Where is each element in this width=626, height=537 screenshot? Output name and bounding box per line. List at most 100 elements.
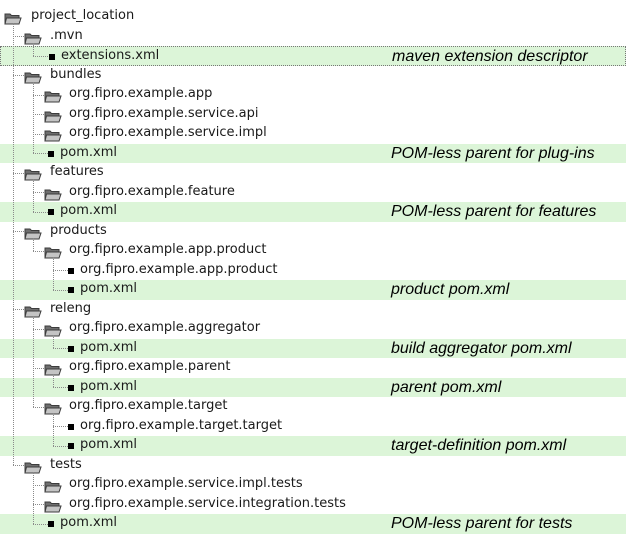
tree-folder-row[interactable]: org.fipro.example.service.integration.te…: [0, 495, 626, 515]
tree-guide-line: [53, 289, 68, 291]
tree-guide-line: [53, 387, 68, 389]
tree-item-label: org.fipro.example.aggregator: [69, 320, 261, 335]
tree-file-row[interactable]: pom.xml build aggregator pom.xml: [0, 338, 626, 358]
tree-item-label: org.fipro.example.service.api: [69, 105, 259, 121]
tree-item-label: org.fipro.example.app.product: [69, 242, 267, 257]
tree-guide-line: [33, 406, 44, 408]
tree-item-label: org.fipro.example.app: [69, 86, 213, 101]
tree-item-label: pom.xml: [60, 144, 117, 160]
tree-file-row[interactable]: org.fipro.example.target.target: [0, 417, 626, 437]
tree-item-label: org.fipro.example.service.integration.te…: [69, 495, 346, 511]
tree-item-label: extensions.xml: [61, 48, 160, 63]
tree-item-label: project_location: [31, 8, 135, 23]
tree-guide-line: [33, 211, 48, 213]
folder-open-icon: [44, 478, 62, 493]
tree-item-label: org.fipro.example.target: [69, 398, 228, 413]
tree-item-label: bundles: [50, 66, 102, 82]
tree-item-label: pom.xml: [80, 339, 137, 355]
folder-open-icon: [44, 88, 62, 103]
tree-folder-row[interactable]: org.fipro.example.target: [0, 397, 626, 417]
tree-folder-row[interactable]: tests: [0, 456, 626, 476]
tree-guide-line: [13, 75, 24, 77]
folder-open-icon: [44, 361, 62, 376]
tree-guide-line: [33, 504, 44, 506]
tree-folder-row[interactable]: products: [0, 222, 626, 242]
tree-item-label: tests: [50, 456, 82, 472]
tree-file-row[interactable]: pom.xml POM-less parent for tests: [0, 514, 626, 534]
tree-folder-row[interactable]: org.fipro.example.service.impl: [0, 124, 626, 144]
tree-guide-line: [33, 179, 34, 212]
tree-guide-line: [53, 348, 68, 350]
tree-item-comment: parent pom.xml: [391, 378, 502, 396]
tree-guide-line: [53, 374, 54, 388]
tree-folder-row[interactable]: .mvn: [0, 27, 626, 47]
tree-guide-line: [13, 231, 24, 233]
file-bullet-icon: [68, 287, 74, 293]
tree-guide-line: [33, 484, 44, 486]
tree-guide-line: [33, 315, 34, 407]
tree-item-comment: POM-less parent for plug-ins: [391, 144, 595, 162]
tree-item-comment: target-definition pom.xml: [391, 437, 567, 454]
folder-open-icon: [24, 459, 42, 473]
tree-folder-row[interactable]: org.fipro.example.feature: [0, 183, 626, 203]
tree-folder-row[interactable]: bundles: [0, 66, 626, 86]
tree-item-label: features: [50, 164, 104, 179]
tree-item-label: org.fipro.example.service.impl.tests: [69, 476, 303, 491]
tree-guide-line: [33, 471, 34, 524]
file-bullet-icon: [48, 209, 54, 215]
tree-item-label: pom.xml: [60, 203, 117, 218]
tree-file-row[interactable]: org.fipro.example.app.product: [0, 261, 626, 281]
tree-folder-row[interactable]: releng: [0, 300, 626, 320]
tree-folder-row[interactable]: org.fipro.example.service.api: [0, 105, 626, 125]
folder-open-icon: [44, 400, 62, 415]
tree-file-row[interactable]: pom.xml product pom.xml: [0, 280, 626, 300]
tree-item-label: products: [50, 222, 107, 238]
tree-item-label: org.fipro.example.service.impl: [69, 125, 267, 140]
tree-folder-row[interactable]: org.fipro.example.app.product: [0, 241, 626, 261]
file-bullet-icon: [68, 267, 74, 274]
tree-file-row[interactable]: pom.xml POM-less parent for features: [0, 202, 626, 222]
tree-guide-line: [53, 257, 54, 290]
tree-folder-row[interactable]: org.fipro.example.service.impl.tests: [0, 475, 626, 495]
tree-guide-line: [33, 55, 48, 57]
folder-open-icon: [44, 244, 62, 259]
file-bullet-icon: [68, 443, 74, 449]
tree-item-label: pom.xml: [80, 281, 137, 296]
folder-open-icon: [24, 166, 42, 181]
tree-item-comment: product pom.xml: [391, 281, 510, 298]
tree-item-label: org.fipro.example.app.product: [80, 261, 278, 277]
file-bullet-icon: [68, 384, 74, 391]
tree-folder-row[interactable]: features: [0, 163, 626, 183]
tree-item-comment: build aggregator pom.xml: [391, 339, 572, 357]
folder-open-icon: [44, 186, 62, 200]
folder-open-icon: [44, 108, 62, 122]
tree-item-comment: POM-less parent for tests: [391, 515, 573, 532]
tree-guide-line: [33, 114, 44, 116]
tree-file-row[interactable]: pom.xml POM-less parent for plug-ins: [0, 143, 626, 163]
tree-folder-row[interactable]: project_location: [0, 7, 626, 27]
tree-folder-row[interactable]: org.fipro.example.aggregator: [0, 319, 626, 339]
tree-item-label: pom.xml: [80, 437, 137, 452]
tree-guide-line: [33, 153, 48, 155]
tree-item-comment: POM-less parent for features: [391, 203, 597, 220]
tree-file-row[interactable]: pom.xml target-definition pom.xml: [0, 436, 626, 456]
tree-guide-line: [33, 523, 48, 525]
folder-open-icon: [44, 498, 62, 512]
tree-guide-line: [13, 465, 24, 467]
tree-folder-row[interactable]: org.fipro.example.parent: [0, 358, 626, 378]
tree-item-label: pom.xml: [60, 515, 117, 530]
file-bullet-icon: [68, 345, 74, 352]
file-bullet-icon: [68, 423, 74, 430]
tree-guide-line: [33, 367, 44, 369]
tree-guide-line: [13, 172, 24, 174]
tree-item-label: .mvn: [50, 27, 83, 43]
tree-folder-row[interactable]: org.fipro.example.app: [0, 85, 626, 105]
tree-guide-line: [33, 81, 34, 154]
tree-guide-line: [13, 36, 24, 38]
tree-item-label: org.fipro.example.target.target: [80, 417, 283, 433]
tree-guide-line: [33, 328, 44, 330]
folder-open-icon: [24, 225, 42, 239]
